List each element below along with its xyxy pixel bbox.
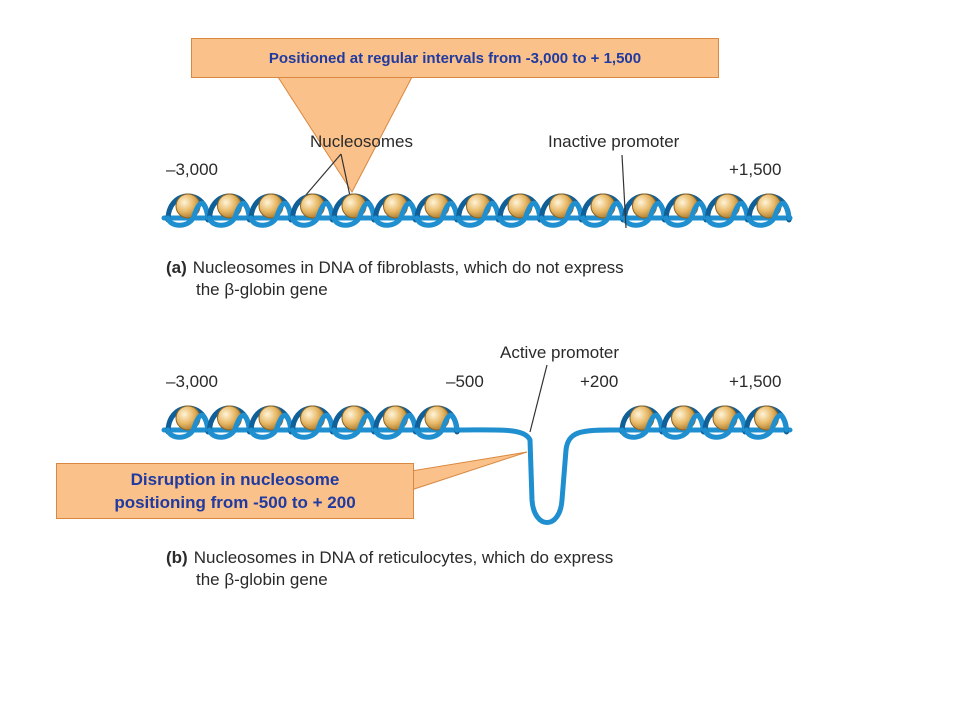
panel-a-right-coordinate: +1,500 [729, 160, 781, 179]
caption-a-tag: (a) [166, 258, 187, 277]
active-promoter-pointer-line [529, 364, 548, 433]
nucleosome-a-7 [414, 193, 460, 228]
caption-a-line-1: Nucleosomes in DNA of fibroblasts, which… [192, 258, 624, 277]
caption-a-line-2: the β-globin gene [196, 280, 328, 299]
nucleosome-a-6 [373, 193, 418, 228]
inactive-promoter-pointer-line [621, 154, 627, 229]
nucleosome-a-3 [248, 193, 294, 228]
nucleosomes-pointer-line-1 [304, 153, 342, 197]
panel-b: Active promoter –3,000 –500 +200 +1,500 [161, 343, 793, 525]
callout-regular-intervals: Positioned at regular intervals from -3,… [191, 38, 719, 78]
callout-regular-intervals-text: Positioned at regular intervals from -3,… [268, 49, 642, 67]
dna-strand-a [161, 193, 793, 228]
nucleosome-b-left-4 [290, 405, 335, 440]
callout-disruption-line-2: positioning from -500 to + 200 [114, 493, 356, 512]
nucleosome-a-14 [705, 193, 750, 228]
nucleosomes-label: Nucleosomes [310, 132, 413, 151]
callout-bottom-pointer [404, 451, 528, 493]
nucleosome-a-13 [663, 193, 709, 228]
dna-strand-b [161, 405, 793, 525]
nucleosome-b-left-3 [248, 405, 294, 440]
nucleosome-a-8 [456, 193, 501, 228]
nucleosome-a-11 [580, 193, 626, 228]
active-promoter-label: Active promoter [500, 343, 619, 362]
nucleosome-b-right-4 [744, 405, 789, 440]
nucleosome-a-1 [165, 193, 211, 228]
nucleosome-a-9 [497, 193, 543, 228]
nucleosome-b-left-7 [414, 405, 460, 440]
inactive-promoter-label: Inactive promoter [548, 132, 680, 151]
caption-b-line-1: Nucleosomes in DNA of reticulocytes, whi… [193, 548, 614, 567]
nucleosome-a-10 [539, 193, 584, 228]
nucleosome-a-2 [207, 193, 252, 228]
nucleosome-a-15 [746, 193, 792, 228]
panel-b-left-coordinate: –3,000 [166, 372, 218, 391]
panel-b-right-coordinate: +1,500 [729, 372, 781, 391]
nucleosome-a-5 [331, 193, 377, 228]
caption-b-line-2: the β-globin gene [196, 570, 328, 589]
panel-b-plus-200-coordinate: +200 [580, 372, 618, 391]
callout-disruption-line-1: Disruption in nucleosome [130, 470, 340, 489]
dna-backbone-b [161, 427, 793, 525]
nucleosome-b-left-6 [373, 405, 418, 440]
nucleosome-b-left-5 [331, 405, 377, 440]
nucleosome-b-right-1 [619, 405, 665, 440]
caption-b-tag: (b) [166, 548, 188, 567]
nucleosome-b-left-1 [165, 405, 211, 440]
nucleosome-b-left-2 [207, 405, 252, 440]
caption-a: (a) Nucleosomes in DNA of fibroblasts, wh… [166, 257, 624, 301]
nucleosome-a-12 [622, 193, 667, 228]
panel-a-left-coordinate: –3,000 [166, 160, 218, 179]
nucleosome-a-4 [290, 193, 335, 228]
callout-disruption: Disruption in nucleosome positioning fro… [56, 463, 414, 519]
nucleosome-b-right-2 [661, 405, 706, 440]
nucleosomes-pointer-line-2 [340, 153, 351, 197]
nucleosome-b-right-3 [702, 405, 748, 440]
panel-a: Nucleosomes Inactive promoter –3,000 +1,… [161, 132, 793, 229]
panel-b-minus-500-coordinate: –500 [446, 372, 484, 391]
caption-b: (b) Nucleosomes in DNA of reticulocytes, … [166, 547, 613, 591]
